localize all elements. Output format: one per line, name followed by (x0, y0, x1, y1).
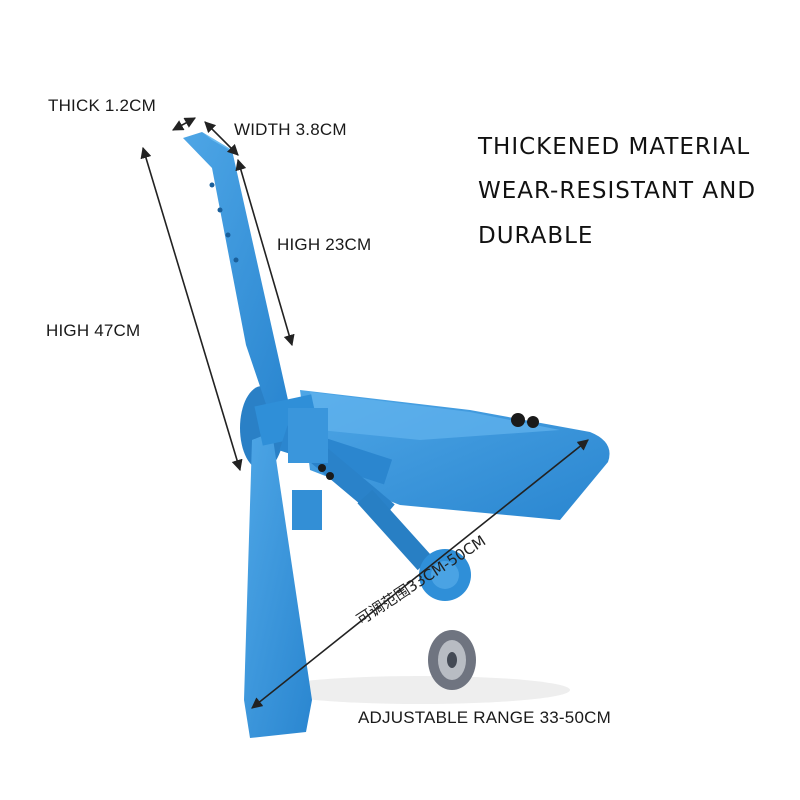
headline-line-1: THICKENED MATERIAL (478, 134, 751, 160)
top-blade (183, 132, 288, 410)
thick-label: THICK 1.2CM (48, 96, 156, 115)
wheel (428, 630, 476, 690)
range-arrow (251, 439, 589, 709)
range-label-en: ADJUSTABLE RANGE 33-50CM (358, 708, 611, 727)
high-short-label: HIGH 23CM (277, 235, 372, 254)
high-total-arrow (140, 146, 243, 472)
ground-shadow (270, 676, 570, 704)
right-blade-highlight (310, 392, 560, 440)
high-short-arrow (235, 158, 295, 347)
high-total-label: HIGH 47CM (46, 321, 141, 340)
width-label: WIDTH 3.8CM (234, 120, 347, 139)
headline-line-2: WEAR-RESISTANT AND (478, 178, 757, 204)
bottom-blade (244, 432, 312, 738)
thick-arrow (172, 117, 196, 131)
headline-line-3: DURABLE (478, 223, 594, 249)
